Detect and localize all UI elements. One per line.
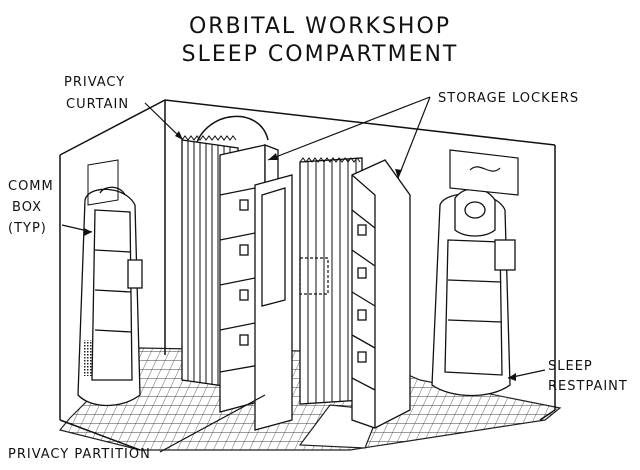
label-sleep-restraint-line2: RESTPAINT [548,379,628,394]
wall-panel [299,257,329,295]
label-privacy-curtain-line2: CURTAIN [66,97,130,112]
sleep-restraint-left [77,186,143,407]
label-storage-lockers: STORAGE LOCKERS [438,91,580,106]
leader-storage-locker-left [267,96,431,161]
privacy-partition [254,174,293,431]
diagram-title-line2: SLEEP COMPARTMENT [181,42,459,67]
leader-privacy-curtain [144,102,184,141]
right-wall-frame [449,149,519,196]
back-wall-arch [194,115,269,149]
diagram-title-line1: ORBITAL WORKSHOP [188,14,452,39]
leader-arrowheads [84,131,516,381]
label-privacy-partition: PRIVACY PARTITION [8,447,151,462]
label-comm-box-line1: COMM [8,179,54,194]
sleep-restraint-right [431,187,516,397]
label-comm-box-line2: BOX [12,200,42,215]
label-sleep-restraint-line1: SLEEP [548,359,593,374]
leader-privacy-partition [159,394,266,453]
storage-locker-right [351,159,411,429]
room-walls [59,99,556,451]
label-privacy-curtain-line1: PRIVACY [64,75,126,90]
left-wall-strap [87,159,119,206]
label-comm-box-line3: (TYP) [8,221,47,236]
leader-storage-locker-right [397,96,431,179]
